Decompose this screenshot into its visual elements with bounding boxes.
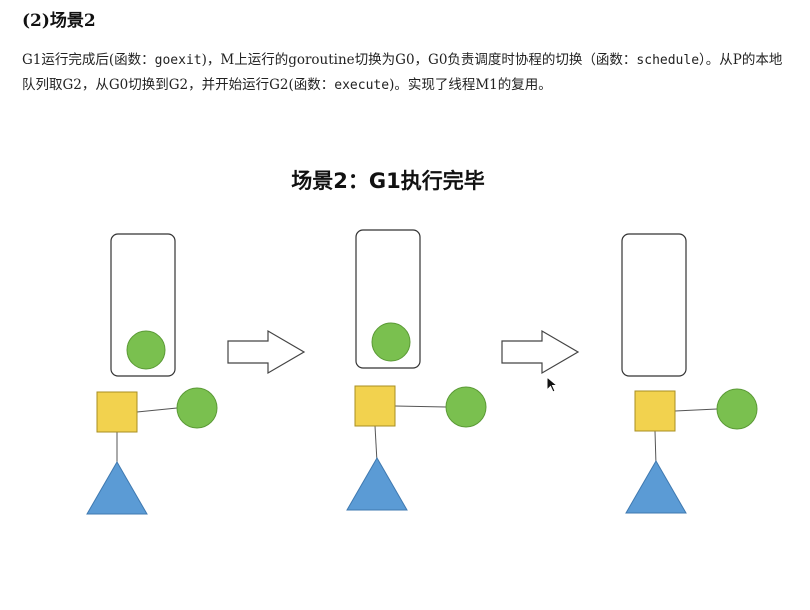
local-run-queue <box>621 233 687 377</box>
queued-goroutine-icon <box>371 322 411 362</box>
p-g-connector <box>136 407 178 413</box>
scene-panel-3 <box>621 233 758 514</box>
p-g-connector <box>394 405 447 408</box>
machine-thread-icon <box>346 456 408 511</box>
p-g-connector <box>674 408 718 412</box>
arrow-right-icon <box>227 329 306 375</box>
scene-panel-1 <box>86 233 218 515</box>
func-execute: execute <box>334 78 390 93</box>
section-heading: (2)场景2 <box>22 11 96 31</box>
machine-thread-icon <box>625 459 687 514</box>
func-goexit: goexit <box>154 53 202 68</box>
processor-icon <box>354 385 396 427</box>
p-m-connector <box>654 430 657 466</box>
func-schedule: schedule <box>636 53 700 68</box>
transition-arrow-2 <box>501 329 580 375</box>
machine-thread-icon <box>86 460 148 515</box>
processor-icon <box>96 391 138 433</box>
p-m-connector <box>374 425 378 463</box>
arrow-right-icon <box>501 329 580 375</box>
running-goroutine-icon <box>445 386 487 428</box>
queued-goroutine-icon <box>126 330 166 370</box>
running-goroutine-icon <box>176 387 218 429</box>
para-text-4: )。实现了线程M1的复用。 <box>389 77 552 93</box>
running-goroutine-icon <box>716 388 758 430</box>
para-text-1: G1运行完成后(函数： <box>22 52 155 68</box>
processor-icon <box>634 390 676 432</box>
para-text-2: )，M上运行的goroutine切换为G0，G0负责调度时协程的切换（函数： <box>201 52 637 68</box>
diagram-title: 场景2：G1执行完毕 <box>291 169 484 193</box>
description-paragraph: G1运行完成后(函数：goexit)，M上运行的goroutine切换为G0，G… <box>22 48 792 98</box>
para-text-3: ）。从P的本地队列取G2，从G0切换到G2，并开始运行G2(函数： <box>22 52 783 93</box>
scene-panel-2 <box>346 229 487 511</box>
transition-arrow-1 <box>227 329 306 375</box>
mouse-pointer-icon <box>546 376 558 393</box>
